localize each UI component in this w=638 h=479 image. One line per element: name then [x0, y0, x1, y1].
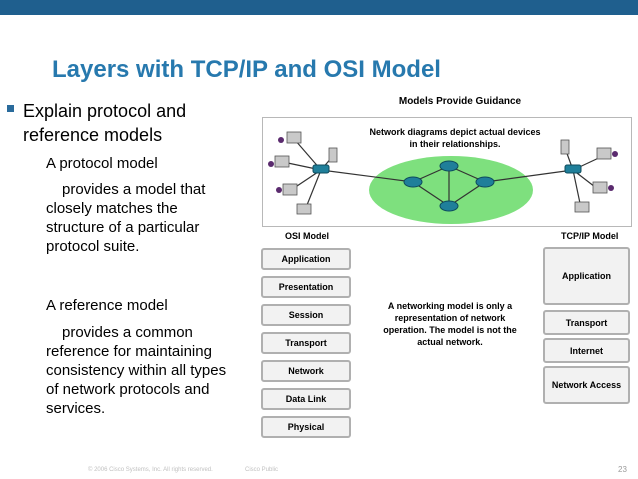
- protocol-model-text: provides a model that closely matches th…: [46, 181, 206, 255]
- phone-icon: [574, 201, 590, 213]
- footer-copyright: © 2006 Cisco Systems, Inc. All rights re…: [88, 467, 213, 473]
- osi-layer-data-link: Data Link: [261, 388, 351, 410]
- reference-model-text: provides a common reference for maintain…: [46, 324, 227, 417]
- osi-layer-network: Network: [261, 360, 351, 382]
- top-banner: [0, 0, 638, 15]
- osi-layer-physical: Physical: [261, 416, 351, 438]
- computer-icon: [592, 181, 608, 194]
- user-icon: [608, 185, 614, 191]
- computer-icon: [274, 155, 290, 168]
- switch-icon: [312, 164, 330, 174]
- computer-icon: [282, 183, 298, 196]
- main-bullet-text: Explain protocol and reference models: [23, 101, 187, 145]
- page-number: 23: [618, 465, 627, 474]
- switch-icon: [564, 164, 582, 174]
- diagram-title: Models Provide Guidance: [398, 96, 522, 107]
- osi-model-label: OSI Model: [285, 231, 330, 241]
- protocol-model-heading: A protocol model: [46, 155, 158, 172]
- server-icon: [328, 147, 338, 163]
- bullet-square-icon: [7, 105, 14, 112]
- osi-layer-presentation: Presentation: [261, 276, 351, 298]
- server-icon: [560, 139, 570, 155]
- user-icon: [278, 137, 284, 143]
- slide-title: Layers with TCP/IP and OSI Model: [52, 56, 441, 83]
- router-icon: [439, 200, 459, 212]
- user-icon: [612, 151, 618, 157]
- footer-classification: Cisco Public: [245, 467, 279, 473]
- computer-icon: [596, 147, 612, 160]
- user-icon: [268, 161, 274, 167]
- tcpip-layer-transport: Transport: [543, 310, 630, 335]
- osi-layer-session: Session: [261, 304, 351, 326]
- network-cloud: [369, 156, 533, 224]
- computer-icon: [286, 131, 302, 144]
- network-diagram: [262, 117, 632, 227]
- tcpip-layer-network-access: Network Access: [543, 366, 630, 404]
- tcpip-model-label: TCP/IP Model: [561, 231, 619, 241]
- model-note: A networking model is only a representat…: [383, 301, 517, 347]
- osi-layer-application: Application: [261, 248, 351, 270]
- osi-layer-transport: Transport: [261, 332, 351, 354]
- network-diagram-graphic: [268, 131, 618, 224]
- user-icon: [276, 187, 282, 193]
- router-icon: [475, 176, 495, 188]
- tcpip-layer-internet: Internet: [543, 338, 630, 363]
- phone-icon: [296, 203, 312, 215]
- router-icon: [439, 160, 459, 172]
- router-icon: [403, 176, 423, 188]
- network-caption: Network diagrams depict actual devices i…: [369, 127, 541, 149]
- tcpip-layer-application: Application: [543, 247, 630, 305]
- reference-model-heading: A reference model: [46, 297, 168, 314]
